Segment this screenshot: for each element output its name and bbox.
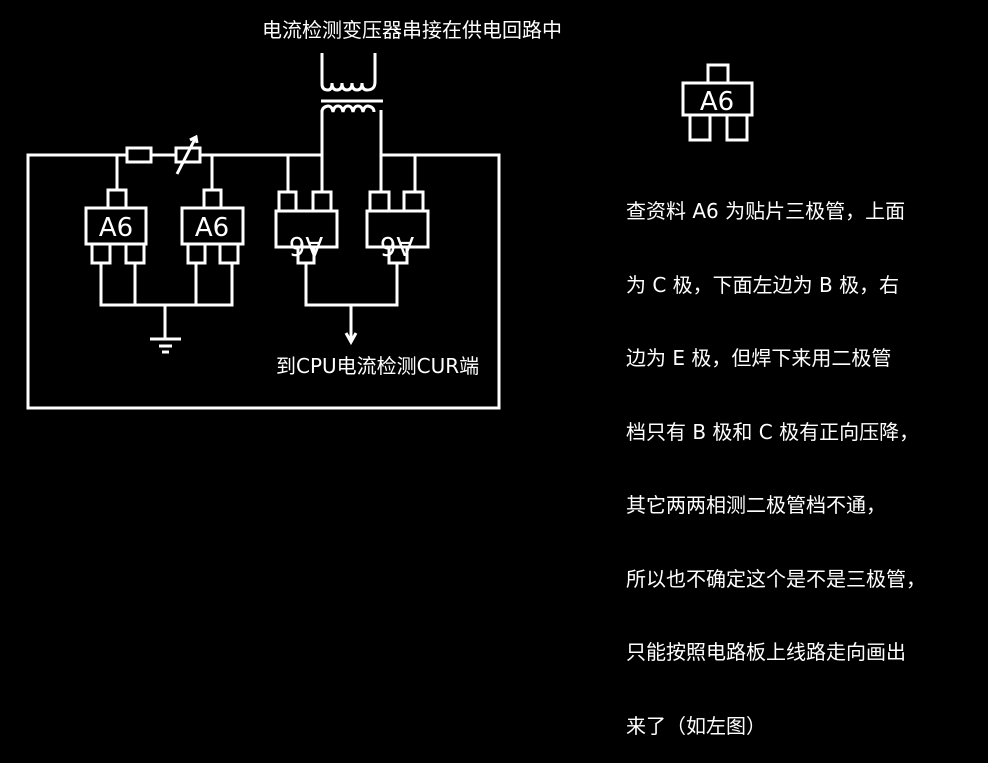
arrow-to-cpu [344, 305, 358, 346]
note-line: 其它两两相测二极管档不通， [626, 493, 886, 517]
transistor-a6-pinout-reference: A6 [681, 63, 754, 142]
transistor-a6-3-inverted: A6 [274, 190, 339, 265]
current-transformer [320, 53, 383, 113]
component-marking: A6 [380, 230, 414, 260]
note-line: 所以也不确定这个是不是三极管， [626, 566, 926, 591]
note-line: 档只有 B 极和 C 极有正向压降， [626, 419, 920, 444]
note-line: 查资料 A6 为贴片三极管，上面 [626, 199, 906, 223]
component-marking: A6 [195, 213, 229, 243]
transistor-a6-4-inverted: A6 [365, 190, 430, 265]
note-line: 来了（如左图） [626, 713, 766, 738]
explanation-note: 查资料 A6 为贴片三极管，上面 为 C 极，下面左边为 B 极，右 边为 E … [626, 150, 926, 763]
component-marking: A6 [99, 213, 133, 243]
component-marking: A6 [289, 230, 323, 260]
note-line: 只能按照电路板上线路走向画出 [626, 640, 906, 664]
note-line: 为 C 极，下面左边为 B 极，右 [626, 272, 900, 297]
transistor-a6-1: A6 [84, 188, 148, 265]
cpu-output-label: 到CPU电流检测CUR端 [276, 354, 480, 378]
ground-symbol [150, 305, 181, 354]
diagram-title: 电流检测变压器串接在供电回路中 [262, 18, 562, 42]
note-line: 边为 E 极，但焊下来用二极管 [626, 346, 892, 370]
transistor-a6-2: A6 [180, 188, 245, 265]
variable-resistor [174, 134, 202, 175]
resistor [125, 146, 153, 164]
circuit-schematic: A6 A6 A6 A6 A6 [26, 53, 754, 410]
component-marking: A6 [700, 87, 734, 117]
